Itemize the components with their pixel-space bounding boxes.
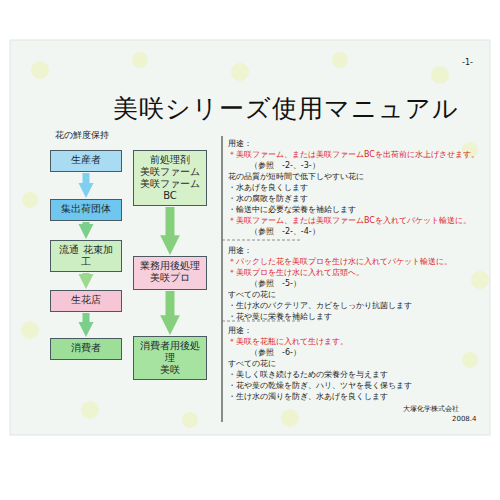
- usage-note: すべての花に: [228, 359, 276, 369]
- usage-note: ・水あげを良くします: [228, 183, 308, 193]
- footer-note: 大塚化学株式会社: [403, 404, 459, 414]
- usage-note: ・花や葉に栄養を補給します: [228, 312, 332, 322]
- node-heading: 前処理剤: [138, 154, 202, 166]
- usage-note: ・生け水の濁りを防ぎ、水あげを良くします: [228, 392, 388, 402]
- flow-arrow: [83, 222, 90, 231]
- divider-line: [222, 136, 223, 422]
- usage-instruction: ＊美咲ファーム、または美咲ファームBCを出荷前に水上げさせます。: [228, 150, 479, 160]
- usage-instruction: ＊美咲を花瓶に入れて生けます。: [228, 337, 348, 347]
- usage-note: すべての花に: [228, 290, 276, 300]
- node-heading: 業務用後処理: [138, 260, 202, 272]
- flow-arrow: [83, 173, 90, 190]
- flow-arrow: [166, 207, 175, 245]
- usage-note: （参照 -2-、-3-）: [250, 161, 320, 171]
- usage-note: （参照 -2-、-4-）: [250, 227, 320, 237]
- usage-note: ・美しく咲き続けるための栄養分を与えます: [228, 370, 388, 380]
- stage-box: 消費者: [50, 338, 122, 360]
- flower-watermarks: [21, 52, 489, 428]
- usage-note: （参照 -5-）: [250, 279, 301, 289]
- page-title: 美咲シリーズ使用マニュアル: [113, 92, 459, 125]
- product-box: 消費者用後処理美咲: [133, 336, 207, 380]
- node-heading: 生産者: [55, 154, 117, 166]
- stage-box: 流通 花束加工: [50, 240, 122, 272]
- usage-note: 用途：: [228, 246, 252, 256]
- node-heading: 流通 花束加工: [55, 244, 117, 268]
- node-body: 美咲プロ: [138, 272, 202, 284]
- product-box: 業務用後処理美咲プロ: [133, 256, 207, 290]
- usage-instruction: ＊パックした花を美咲プロを生け水に入れてバケット輸送に。: [228, 257, 452, 267]
- usage-note: ・水の腐敗を防ぎます: [228, 194, 308, 204]
- flow-arrow: [83, 273, 90, 281]
- stage-box: 生産者: [50, 150, 122, 172]
- page-number: -1-: [462, 58, 473, 68]
- usage-note: ・輸送中に必要な栄養を補給します: [228, 205, 356, 215]
- usage-note: 花の品質が短時間で低下しやすい花に: [228, 172, 364, 182]
- footer-note: 2008.4: [452, 414, 477, 424]
- usage-note: ・花や葉の乾燥を防ぎ、ハリ、ツヤを長く保ちます: [228, 381, 412, 391]
- flow-arrow: [83, 313, 90, 329]
- usage-note: 用途：: [228, 326, 252, 336]
- usage-instruction: ＊美咲プロを生け水に入れて店頭へ。: [228, 268, 364, 278]
- usage-note: （参照 -6-）: [250, 348, 301, 358]
- node-heading: 集出荷団体: [55, 203, 117, 215]
- usage-note: ・生け水のバクテリア、カビをしっかり抗菌します: [228, 301, 412, 311]
- node-heading: 生花店: [55, 294, 117, 306]
- stage-box: 集出荷団体: [50, 199, 122, 221]
- usage-instruction: ＊美咲ファーム、または美咲ファームBCを入れてバケット輸送に。: [228, 216, 471, 226]
- product-box: 前処理剤美咲ファーム 美咲ファームBC: [133, 150, 207, 206]
- node-heading: 消費者用後処理: [138, 340, 202, 364]
- section-label: 花の鮮度保持: [55, 130, 109, 140]
- node-body: 美咲ファーム 美咲ファームBC: [138, 166, 202, 202]
- stage-box: 生花店: [50, 290, 122, 312]
- node-body: 美咲: [138, 364, 202, 376]
- separator-line: [222, 240, 300, 241]
- node-heading: 消費者: [55, 342, 117, 354]
- flow-arrow: [166, 291, 175, 325]
- sheet: [10, 40, 490, 435]
- usage-note: 用途：: [228, 139, 252, 149]
